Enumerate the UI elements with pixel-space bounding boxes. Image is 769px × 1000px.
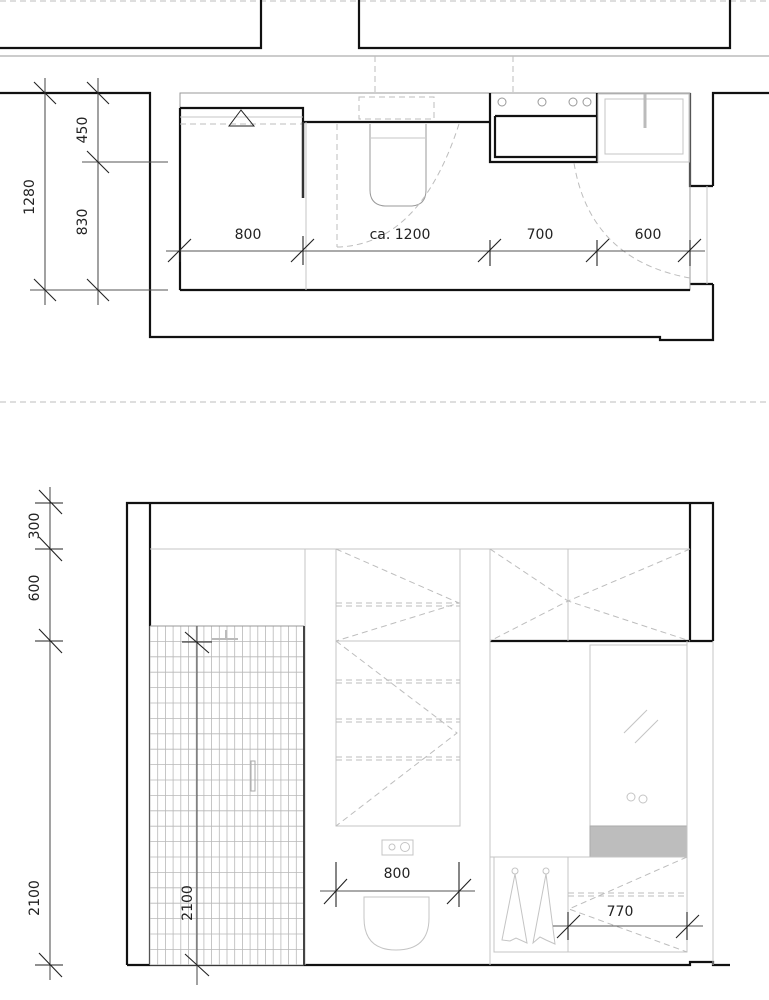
towel-icon bbox=[501, 867, 528, 944]
dim-label-lower-height: 2100 bbox=[27, 880, 43, 916]
shower-head-icon bbox=[228, 109, 256, 127]
dim-label-cabinet: 700 bbox=[527, 227, 554, 243]
door-swing-arc-2 bbox=[573, 162, 691, 279]
mirror-cabinet bbox=[589, 644, 688, 858]
shower-dim-ticks bbox=[182, 631, 212, 977]
dim-label-toilet: 800 bbox=[384, 866, 411, 882]
adjacent-room-right bbox=[357, 0, 732, 50]
dim-ticks-vertical bbox=[33, 81, 110, 302]
knob-icon bbox=[537, 97, 547, 107]
adjacent-room-left bbox=[0, 0, 263, 50]
flush-button-small-icon bbox=[388, 843, 396, 851]
shower-back-wall bbox=[180, 106, 490, 124]
dim-label-upper-cabinets: 600 bbox=[27, 575, 43, 602]
dim-label-shower-height: 2100 bbox=[180, 885, 196, 921]
door-jamb-upper bbox=[688, 93, 713, 188]
dim-label-total: 1280 bbox=[22, 179, 38, 215]
dim-label-vanity: 770 bbox=[607, 904, 634, 920]
door-swing-upper bbox=[335, 548, 461, 642]
vanity-cabinet bbox=[493, 856, 688, 953]
upper-cab-swing-left bbox=[489, 548, 569, 642]
flush-button-large-icon bbox=[400, 842, 410, 852]
dim-label-upper: 450 bbox=[75, 117, 91, 144]
towel-icon bbox=[532, 867, 556, 945]
vanity-dim-ticks bbox=[556, 912, 700, 940]
outer-wall-bottom bbox=[0, 91, 715, 342]
floor-plan: 800 ca. 1200 700 600 1280 450 830 bbox=[0, 0, 769, 342]
door-swing-arc-1 bbox=[336, 123, 460, 248]
floor-line bbox=[127, 960, 730, 967]
dim-label-soffit: 300 bbox=[27, 513, 43, 540]
upper-cab-swing-right bbox=[566, 548, 691, 642]
knob-icon bbox=[582, 97, 592, 107]
door-swing-lower bbox=[335, 640, 458, 827]
toilet-bowl-icon bbox=[363, 896, 430, 951]
elevation-view: 2100 800 bbox=[27, 487, 730, 985]
dim-ticks bbox=[167, 236, 702, 266]
mirror-glare-icon bbox=[623, 709, 648, 734]
vanity-door-swing bbox=[567, 856, 688, 953]
knob-icon bbox=[497, 97, 507, 107]
elevation-frame bbox=[125, 501, 715, 965]
dim-label-toilet: ca. 1200 bbox=[370, 227, 431, 243]
mirror-glare-icon bbox=[634, 719, 659, 744]
shelf-lines bbox=[336, 602, 460, 761]
vanity-countertop bbox=[589, 825, 688, 858]
toilet-dim-ticks bbox=[323, 862, 472, 907]
dim-label-sink: 600 bbox=[635, 227, 662, 243]
elev-dim-ticks bbox=[35, 489, 63, 978]
cabinet-inner bbox=[493, 116, 597, 159]
shower-tile-grid bbox=[149, 625, 305, 966]
dim-label-shower: 800 bbox=[235, 227, 262, 243]
flush-plate-icon bbox=[381, 839, 414, 856]
shower-handle-icon bbox=[250, 760, 256, 792]
knob-icon bbox=[568, 97, 578, 107]
outer-wall-right bbox=[711, 91, 769, 186]
dim-label-lower: 830 bbox=[75, 209, 91, 236]
toilet-cistern-outline bbox=[358, 96, 435, 120]
tap-icon bbox=[626, 792, 636, 802]
toilet-bowl-icon bbox=[369, 124, 427, 207]
cabinet-outline bbox=[488, 93, 599, 164]
faucet-icon bbox=[638, 794, 648, 804]
tall-cabinet bbox=[335, 548, 461, 827]
